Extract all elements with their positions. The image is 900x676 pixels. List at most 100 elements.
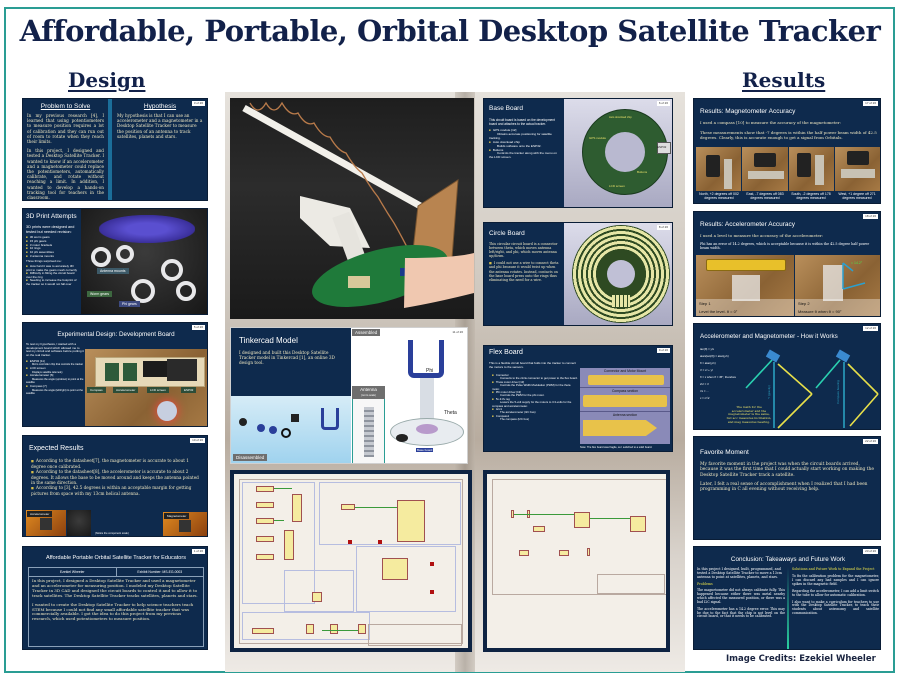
page-number: 5 of 26 — [191, 325, 205, 330]
hypothesis-heading: Hypothesis — [143, 103, 177, 110]
equation: r/x = ... — [700, 389, 709, 393]
assembled-label: Assembled — [352, 329, 381, 336]
base-item: GPS module [12]Obtains accurate position… — [489, 128, 559, 141]
main-schematic — [230, 470, 472, 652]
step1-text: Level the level. θ = 0° — [699, 309, 738, 314]
hypothesis-text: My hypothesis is that I can use an accel… — [117, 113, 203, 139]
dev-item: Compass [7]Measures the angle (left/righ… — [26, 384, 84, 396]
page-number: 1 of 26 — [191, 549, 205, 554]
slide-favorite-moment: 22 of 26 Favorite Moment My favorite mom… — [693, 436, 881, 540]
sensor-schematic — [483, 470, 670, 652]
slide-3d-print-attempts: 20 of 26 3D Print Attempts 3D prints wer… — [22, 208, 208, 315]
flex-board-render: Connector and Motor Mount Compass sectio… — [580, 368, 670, 444]
acc-step2-photo: = 14.2° Step 2 Measure θ when θ = 90° — [795, 255, 880, 316]
disassembled-label: Disassembled — [233, 454, 268, 461]
mag-photo-south — [788, 147, 834, 191]
print-intro: 3D prints were designed and tested but n… — [26, 225, 75, 234]
circle-board-heading: Circle Board — [489, 230, 525, 237]
board-label: Buttons — [637, 170, 648, 174]
expected-heading: Expected Results — [29, 445, 84, 452]
page-number: 17 of 26 — [863, 101, 878, 106]
antenna-label: Antenna(not to scale) — [352, 386, 385, 399]
mag-caption: West, +1 degree off 271 degrees measured — [838, 192, 876, 200]
page-number: 3 of 26 — [191, 101, 205, 106]
board-label: LCD screen — [609, 184, 625, 188]
vector-diagram — [745, 349, 879, 429]
image-credits: Image Credits: Ezekiel Wheeler — [726, 654, 876, 664]
exhibit-cell: Exhibit Number: MS-EG-0003 — [137, 570, 183, 574]
problem-text: The accelerometer has a 14.2 degree erro… — [697, 606, 785, 619]
slide-problem-hypothesis: 3 of 26 Problem to Solve In my previous … — [22, 98, 208, 201]
equation: atan(tan(θ)) = atan(y/x) — [700, 354, 729, 358]
flex-item: Theta motor driver [13]Controls the Puls… — [492, 380, 578, 391]
board-label: ESP32 — [657, 145, 667, 149]
mag-caption: South, -2 degrees off 178 degrees measur… — [791, 192, 831, 200]
equation: x = r/√2 — [700, 396, 710, 400]
circle-item: I could not use a wire to connect theta … — [489, 261, 559, 281]
acc-line2: Phi has an error of 14.2 degrees, which … — [700, 242, 870, 250]
page-number: 12 of 26 — [863, 326, 878, 331]
equation: θ = x when θ = 45°, therefore — [700, 375, 737, 379]
expected-item: According to the datasheet[7], the magne… — [31, 458, 203, 469]
flex-board-heading: Flex Board — [489, 349, 523, 356]
slide-accelerometer-accuracy: 18 of 26 Results: Accelerometer Accuracy… — [693, 211, 881, 317]
magnetometer-photo: Magnetometer — [163, 512, 207, 536]
favorite-paragraph: Later, I felt a real sense of accomplish… — [700, 482, 868, 493]
results-heading: Results — [742, 68, 826, 92]
phi-label: Phi — [426, 368, 434, 374]
step2-text: Measure θ when θ = 90° — [798, 309, 842, 314]
slide-tinkercad: 11 of 26 Tinkercad Model I designed and … — [230, 327, 468, 464]
summary-heading: Affordable Portable Orbital Satellite Tr… — [46, 555, 186, 561]
tinkercad-heading: Tinkercad Model — [239, 336, 298, 345]
equation: tan(θ) = y/x — [700, 347, 715, 351]
photo-label: Phi gears — [119, 301, 140, 307]
how-heading: Accelerometer and Magnetometer - How it … — [700, 333, 838, 340]
problem-heading: Problem to Solve — [40, 103, 91, 110]
how-note: The math for the accelerometer and the m… — [726, 405, 772, 424]
conclusion-heading: Conclusion: Takeaways and Future Work — [730, 556, 846, 563]
axis-label: Y (gravity) — [766, 385, 771, 399]
slide-magnetometer-accuracy: 17 of 26 Results: Magnetometer Accuracy … — [693, 98, 881, 204]
acc-annotation: = 14.2° — [851, 261, 863, 265]
page-number: 11 of 26 — [452, 330, 463, 334]
problem-paragraph: In my previous research [4], I learned t… — [27, 113, 104, 145]
dev-board-photo: Compass Accelerometer LCD screen ESP32 — [85, 349, 207, 426]
slide-conclusion: 23 of 26 Conclusion: Takeaways and Futur… — [693, 546, 881, 650]
print-surprise: Needing to increase the footprint of the… — [26, 279, 78, 286]
slide-summary: 1 of 26 Affordable Portable Orbital Sate… — [22, 546, 208, 650]
angle-annotation — [842, 262, 866, 290]
dev-item: ESP32 [11]Micro controller chip that con… — [26, 359, 84, 367]
favorite-heading: Favorite Moment — [700, 449, 749, 456]
acc-line1: I used a level to measure the accuracy o… — [700, 233, 824, 238]
base-board-intro: This circuit board is based on the devel… — [489, 118, 555, 126]
mag-photo-north — [696, 147, 742, 191]
page-number: 18 of 26 — [863, 214, 878, 219]
page-number: 9 of 26 — [656, 348, 670, 353]
solution-text: Regarding the accelerometer, I can add a… — [792, 588, 879, 597]
photo-label: Accelerometer — [113, 387, 139, 393]
board-label: GPS module — [589, 136, 607, 140]
flex-item: Phi motor driver [13]Controls the PWM fo… — [492, 390, 578, 398]
problems-heading: Problems — [697, 582, 713, 586]
assembled-view: Phi Theta Base board — [386, 336, 467, 463]
page-number: 8 of 26 — [656, 225, 670, 230]
print-surprise: Difficulty in fitting the circuit board … — [26, 271, 78, 279]
mag-line2: These measurements show that -7 degrees … — [700, 130, 877, 140]
print-item: 30 worm gears — [26, 235, 78, 240]
design-heading: Design — [68, 68, 146, 92]
favorite-paragraph: My favorite moment in the project was wh… — [700, 462, 874, 478]
summary-paragraph: In this project, I designed a Desktop Sa… — [32, 578, 198, 598]
mag-line1: I used a compass [10] to measure the acc… — [700, 120, 841, 125]
3d-prints-photo: Antenna mounts Worm gears Phi gears — [81, 209, 207, 314]
photo-label: Antenna mounts — [97, 268, 129, 274]
slide-dev-board: 5 of 26 Experimental Design: Development… — [22, 322, 208, 427]
photo-label: Accelerometer — [27, 511, 53, 517]
photo-label: LCD screen — [147, 387, 169, 393]
photo-label: Worm gears — [87, 291, 112, 297]
